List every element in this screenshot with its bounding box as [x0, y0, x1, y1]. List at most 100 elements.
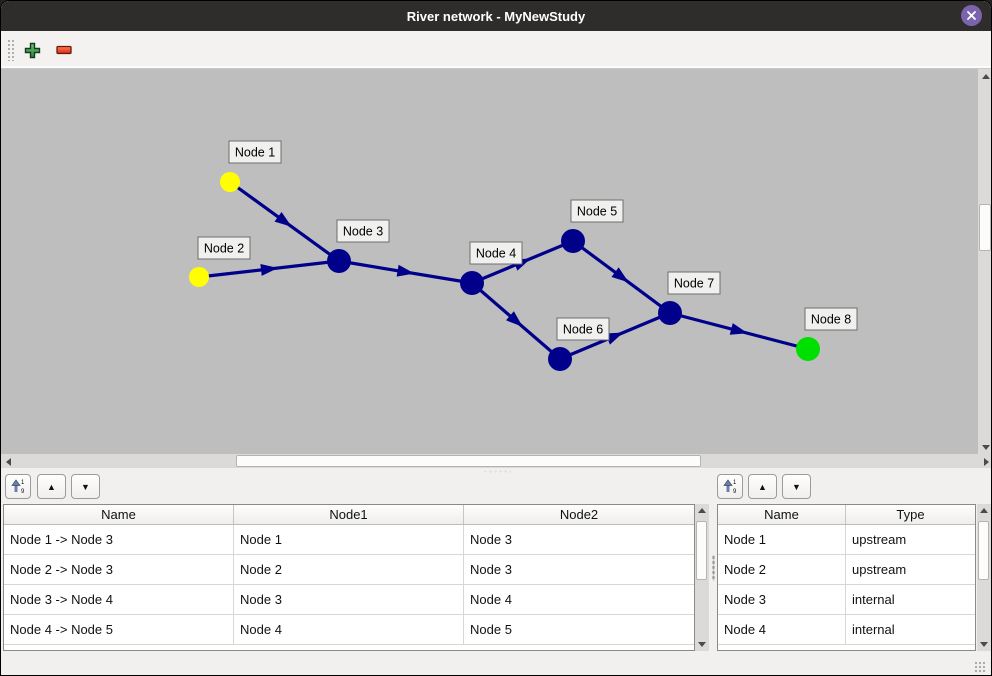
table-cell[interactable]: Node 1 -> Node 3 — [4, 525, 234, 554]
flow-arrow-icon — [260, 263, 278, 276]
node-label[interactable]: Node 2 — [197, 236, 251, 260]
river-network-graph[interactable]: Node 1 Node 2 Node 3 Node 4 Node 5 Node 6 Node… — [1, 69, 978, 454]
table-cell[interactable]: Node 4 — [718, 615, 846, 644]
scrollbar-thumb[interactable] — [978, 521, 989, 580]
node-label-text: Node 5 — [577, 205, 617, 219]
table-cell[interactable]: Node 3 — [470, 532, 512, 547]
table-cell[interactable]: upstream — [852, 532, 907, 547]
table-cell[interactable]: Node 3 — [718, 585, 846, 614]
scroll-right-icon[interactable] — [980, 454, 991, 469]
scroll-left-icon[interactable] — [2, 454, 14, 469]
flow-arrow-icon — [729, 323, 748, 335]
node-label[interactable]: Node 4 — [469, 241, 523, 265]
graph-node[interactable] — [189, 267, 209, 287]
move-node-up-button[interactable]: ▲ — [748, 474, 777, 499]
sort-ascending-icon: 1 9 — [11, 479, 25, 494]
table-cell[interactable]: Node 3 -> Node 4 — [4, 585, 234, 614]
column-header[interactable]: Name — [4, 505, 234, 524]
sort-branches-button[interactable]: 1 9 — [5, 474, 31, 499]
sort-nodes-button[interactable]: 1 9 — [717, 474, 743, 499]
table-cell[interactable]: Node 4 -> Node 5 — [4, 615, 234, 644]
table-cell[interactable]: Node 1 — [234, 525, 464, 554]
table-cell[interactable]: Node 2 — [718, 555, 846, 584]
table-cell[interactable]: Node 2 -> Node 3 — [4, 555, 234, 584]
scroll-up-icon[interactable] — [695, 505, 709, 516]
status-bar — [1, 652, 991, 675]
node-label[interactable]: Node 5 — [570, 199, 624, 223]
table-cell[interactable]: Node 3 — [234, 585, 464, 614]
flow-arrow-icon — [274, 211, 292, 227]
table-row[interactable]: Node 3 internal — [718, 585, 975, 615]
table-cell[interactable]: internal — [852, 592, 895, 607]
node-label-box — [336, 219, 390, 243]
graph-node[interactable] — [460, 271, 484, 295]
node-label-box — [228, 140, 282, 164]
graph-node[interactable] — [327, 249, 351, 273]
column-header[interactable]: Name — [718, 505, 846, 524]
table-cell[interactable]: Node 4 — [234, 615, 464, 644]
vertical-splitter[interactable] — [709, 475, 717, 651]
column-header[interactable]: Node2 — [559, 507, 599, 522]
table-row[interactable]: Node 1 upstream — [718, 525, 975, 555]
svg-text:1: 1 — [733, 480, 737, 486]
table-cell[interactable]: Node 1 — [718, 525, 846, 554]
canvas-vertical-scrollbar[interactable] — [978, 69, 991, 454]
close-button[interactable] — [961, 5, 982, 26]
minus-icon — [55, 45, 72, 55]
table-cell[interactable]: Node 4 — [470, 592, 512, 607]
scrollbar-thumb[interactable] — [979, 204, 991, 251]
node-label[interactable]: Node 3 — [336, 219, 390, 243]
node-label-box — [667, 271, 721, 295]
graph-node[interactable] — [561, 229, 585, 253]
remove-branch-button[interactable] — [53, 39, 75, 61]
node-label[interactable]: Node 6 — [556, 317, 610, 341]
scroll-down-icon[interactable] — [978, 441, 991, 453]
move-branch-down-button[interactable]: ▼ — [71, 474, 100, 499]
horizontal-splitter[interactable] — [1, 468, 991, 474]
table-cell[interactable]: Node 5 — [470, 622, 512, 637]
up-triangle-icon: ▲ — [758, 481, 767, 492]
flow-arrow-icon — [611, 267, 629, 283]
scroll-up-icon[interactable] — [977, 505, 991, 516]
node-label[interactable]: Node 7 — [667, 271, 721, 295]
node-label-box — [570, 199, 624, 223]
move-branch-up-button[interactable]: ▲ — [37, 474, 66, 499]
add-branch-button[interactable] — [21, 39, 43, 61]
graph-node[interactable] — [796, 337, 820, 361]
canvas-horizontal-scrollbar[interactable] — [1, 454, 991, 469]
toolbar-drag-handle[interactable] — [7, 39, 15, 61]
table-cell[interactable]: Node 2 — [234, 555, 464, 584]
node-label[interactable]: Node 8 — [804, 307, 858, 331]
nodes-table-scrollbar[interactable] — [977, 504, 991, 651]
graph-node[interactable] — [220, 172, 240, 192]
table-cell[interactable]: Node 3 — [470, 562, 512, 577]
resize-grip-icon[interactable] — [974, 661, 986, 673]
graph-node[interactable] — [548, 347, 572, 371]
titlebar[interactable]: River network - MyNewStudy — [1, 1, 991, 31]
column-header[interactable]: Node1 — [234, 505, 464, 524]
scrollbar-thumb[interactable] — [696, 521, 707, 580]
branches-table-scrollbar[interactable] — [695, 504, 709, 651]
node-label[interactable]: Node 1 — [228, 140, 282, 164]
node-label-text: Node 1 — [235, 146, 275, 160]
river-network-canvas[interactable]: Node 1 Node 2 Node 3 Node 4 Node 5 Node 6 Node… — [1, 69, 978, 454]
scrollbar-thumb[interactable] — [236, 455, 701, 467]
close-icon — [967, 11, 976, 20]
table-row[interactable]: Node 4 internal — [718, 615, 975, 645]
graph-node[interactable] — [658, 301, 682, 325]
table-row[interactable]: Node 2 upstream — [718, 555, 975, 585]
column-header[interactable]: Type — [896, 507, 925, 522]
table-header-row: Name Type — [718, 505, 975, 525]
scroll-up-icon[interactable] — [978, 70, 991, 82]
table-cell[interactable]: upstream — [852, 562, 907, 577]
table-cell[interactable]: internal — [852, 622, 895, 637]
scroll-down-icon[interactable] — [695, 639, 709, 650]
scroll-down-icon[interactable] — [977, 639, 991, 650]
move-node-down-button[interactable]: ▼ — [782, 474, 811, 499]
